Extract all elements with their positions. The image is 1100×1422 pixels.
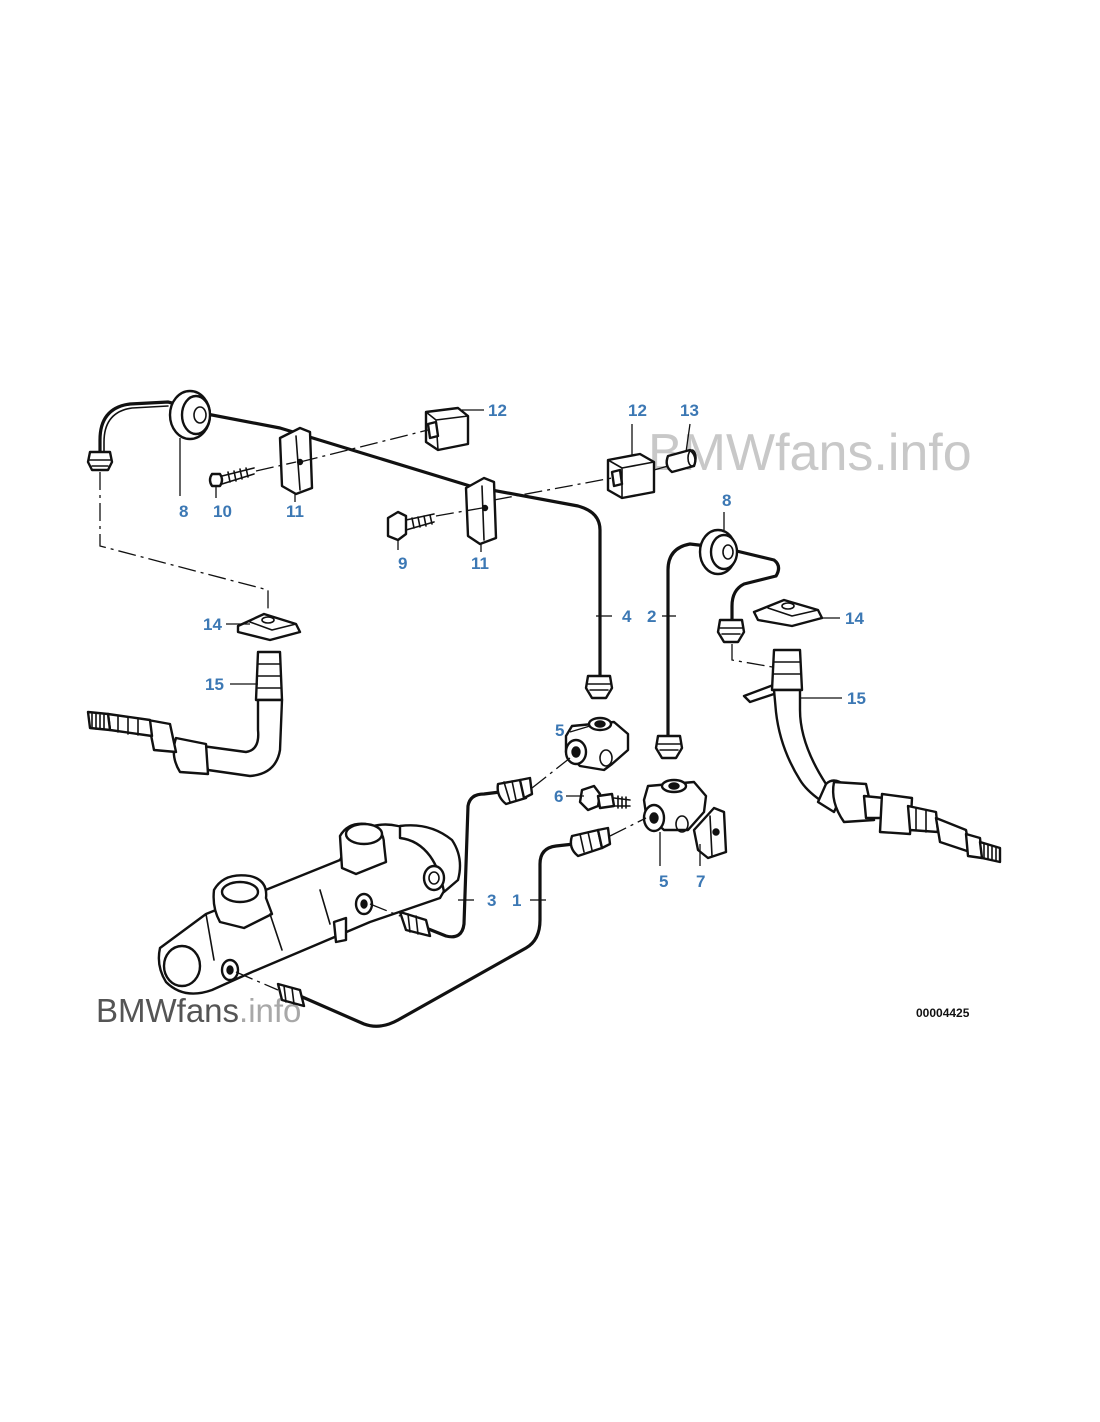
callout-12-right: 12 [628, 401, 647, 420]
tee-junction-5-lower [642, 778, 708, 866]
callout-5-upper: 5 [555, 721, 564, 740]
brake-line-2 [654, 542, 781, 760]
hose-15-left [86, 650, 284, 778]
bolt-6 [566, 784, 631, 812]
assembly-guide-left [99, 472, 269, 612]
callout-11-left: 11 [286, 502, 304, 521]
watermark-top: BMWfans.info [648, 424, 972, 482]
watermark-bottom-brand: BMWfans [96, 992, 239, 1029]
hose-15-right [742, 648, 1002, 864]
brake-line-3 [369, 757, 571, 939]
master-cylinder [157, 822, 462, 995]
tee-junction-5-upper [564, 716, 630, 772]
brake-line-1 [235, 817, 647, 1028]
callout-14-left: 14 [203, 615, 222, 634]
callout-5-lower: 5 [659, 872, 668, 891]
brake-line-4 [86, 400, 614, 700]
callout-9: 9 [398, 554, 407, 573]
callout-14-right: 14 [845, 609, 864, 628]
grommet-8-left [168, 389, 212, 496]
watermark-bottom: BMWfans.info [96, 992, 301, 1029]
callout-13: 13 [680, 401, 699, 420]
callouts: 12 12 13 8 10 11 9 11 8 4 2 14 14 15 15 … [179, 401, 866, 910]
callout-15-left: 15 [205, 675, 224, 694]
callout-2: 2 [647, 607, 656, 626]
callout-10: 10 [213, 502, 232, 521]
callout-11-middle: 11 [471, 554, 489, 573]
clip-nut-12-left [299, 406, 484, 463]
bolt-9 [386, 507, 483, 550]
clip-11-left [278, 426, 314, 502]
callout-1: 1 [512, 891, 521, 910]
bracket-14-right [752, 598, 840, 628]
callout-4: 4 [622, 607, 632, 626]
diagram-code: 00004425 [916, 1006, 970, 1020]
callout-6: 6 [554, 787, 563, 806]
callout-15-right: 15 [847, 689, 866, 708]
clip-11-middle [464, 476, 498, 552]
callout-8-right: 8 [722, 491, 731, 510]
screw-10 [208, 461, 297, 498]
callout-3: 3 [487, 891, 496, 910]
callout-8-left: 8 [179, 502, 188, 521]
sleeve-13 [653, 423, 697, 474]
clip-nut-12-right [493, 424, 656, 501]
bracket-14-left [226, 612, 302, 642]
bracket-7 [692, 806, 728, 866]
grommet-8-right [698, 512, 739, 576]
callout-12-left: 12 [488, 401, 507, 420]
callout-7: 7 [696, 872, 705, 891]
assembly-guide-right [731, 644, 779, 669]
